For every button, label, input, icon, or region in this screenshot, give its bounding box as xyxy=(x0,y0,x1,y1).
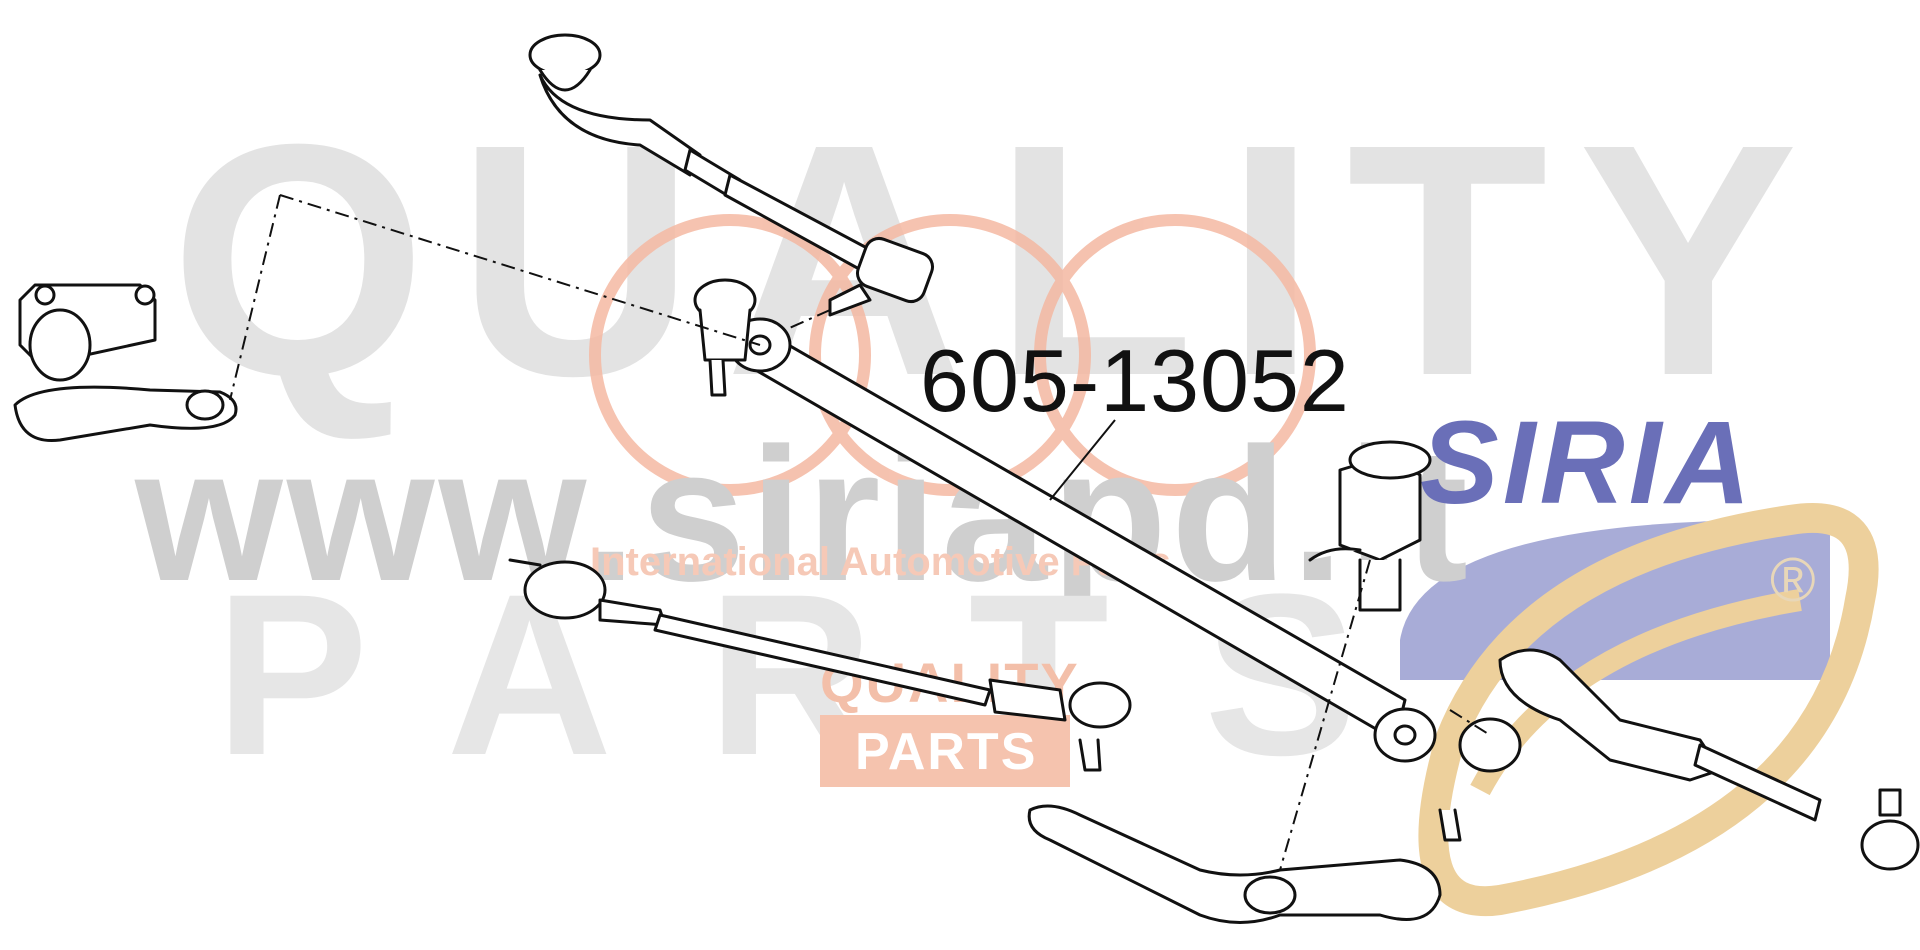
assembly-lines xyxy=(229,194,1491,871)
steering-box-bracket xyxy=(1308,440,1432,612)
watermark-website: www.siriapd.it xyxy=(135,409,1472,621)
watermark-brand: SIRIA xyxy=(1420,397,1755,529)
right-tie-rod-end xyxy=(1438,648,1920,871)
ball-joint-studs xyxy=(693,278,757,397)
part-number-leader xyxy=(1049,419,1116,501)
watermark-quality: QUALITY xyxy=(170,75,1829,444)
watermark-badge-box xyxy=(820,715,1070,787)
part-number-label: 605-13052 xyxy=(920,331,1350,430)
watermark-badge-parts: PARTS xyxy=(855,723,1038,781)
upper-tie-rod xyxy=(528,33,934,317)
idler-arm-assembly xyxy=(13,283,238,443)
watermark-registered: ® xyxy=(1770,546,1816,615)
lower-tie-rod xyxy=(508,558,1132,772)
watermark-rings-logo xyxy=(589,214,1316,496)
pitman-arm xyxy=(1027,804,1442,924)
